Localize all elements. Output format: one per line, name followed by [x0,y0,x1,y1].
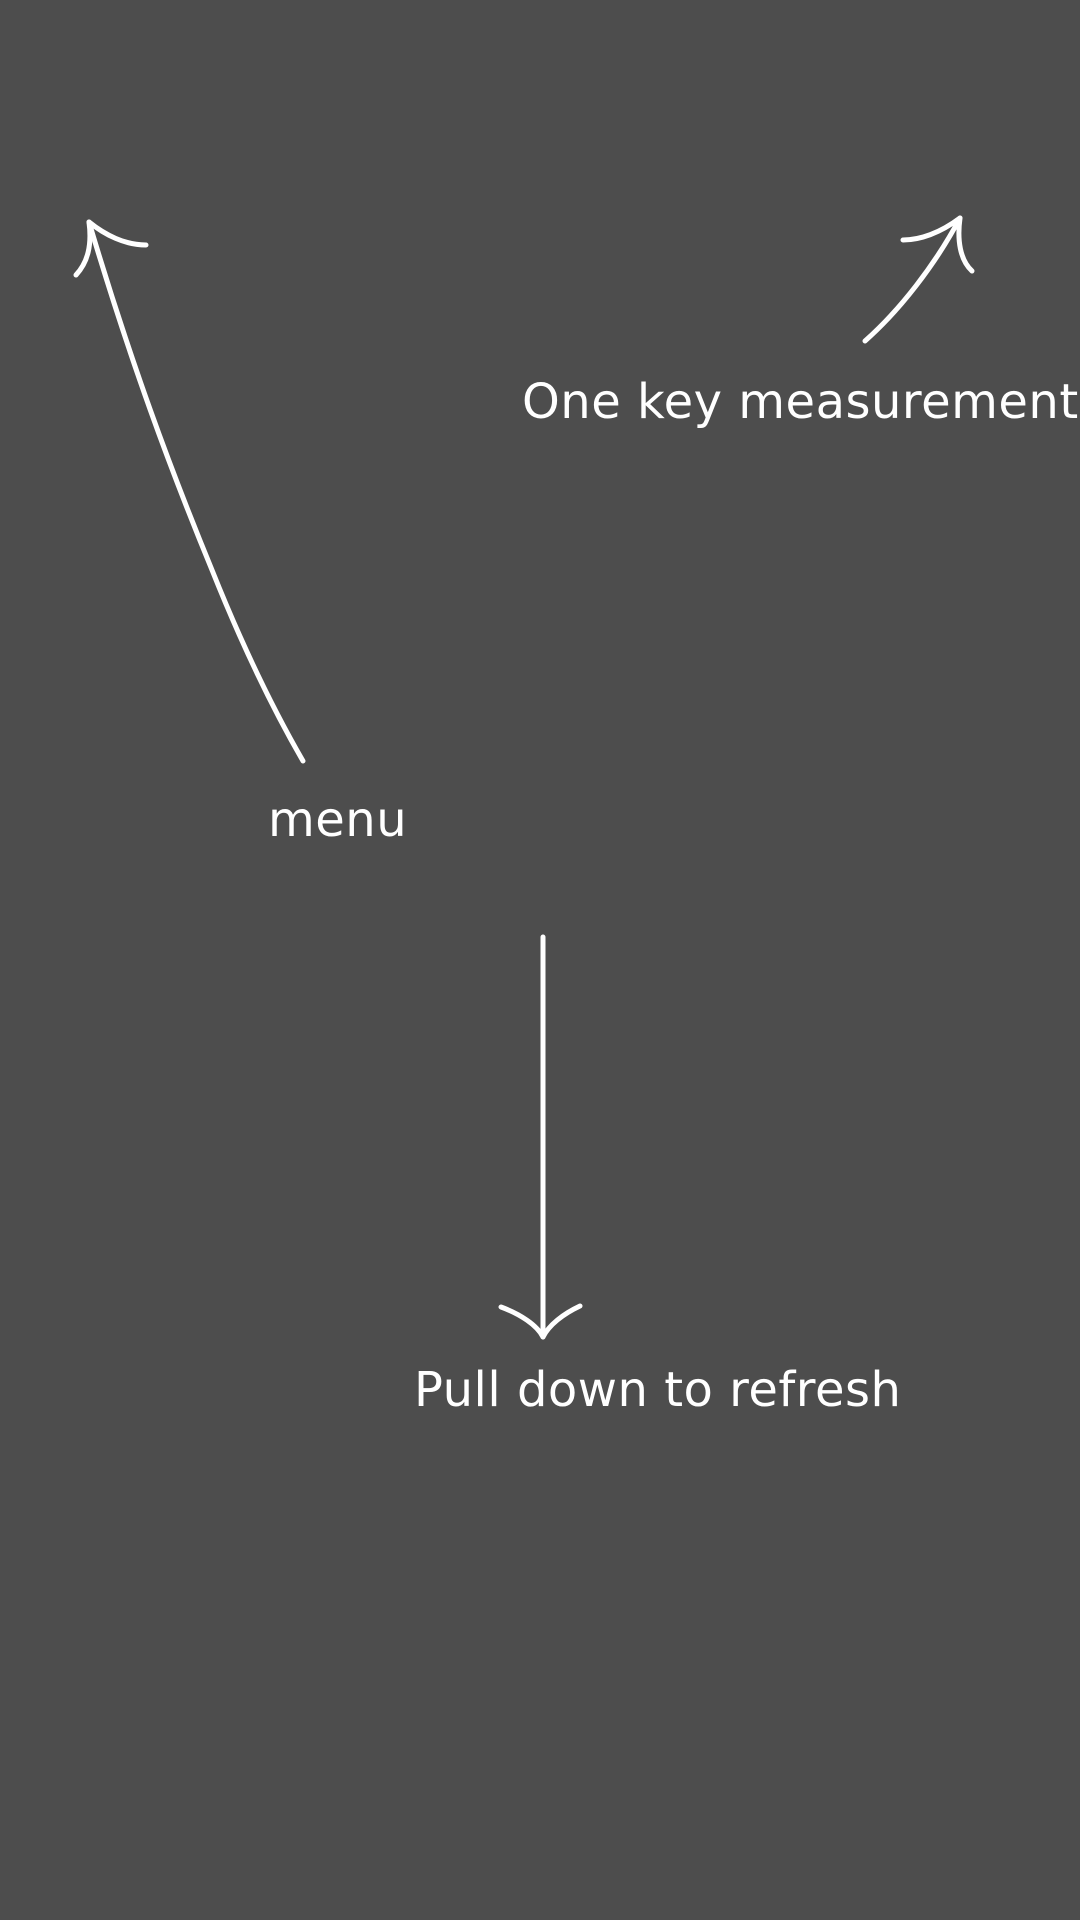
menu-arrow-head [73,219,149,278]
hint-one-key-measurement: One key measurement [522,374,1079,430]
menu-arrow-icon [73,219,306,764]
hint-menu: menu [268,792,408,848]
pull-down-arrow-icon [498,934,583,1340]
one-key-arrow-shaft [862,215,963,344]
one-key-arrow-head [900,215,975,274]
pull-down-arrow-head [498,1303,583,1340]
menu-arrow-shaft [86,219,306,764]
one-key-measurement-arrow-icon [862,215,975,344]
hint-pull-down-to-refresh: Pull down to refresh [414,1362,902,1418]
